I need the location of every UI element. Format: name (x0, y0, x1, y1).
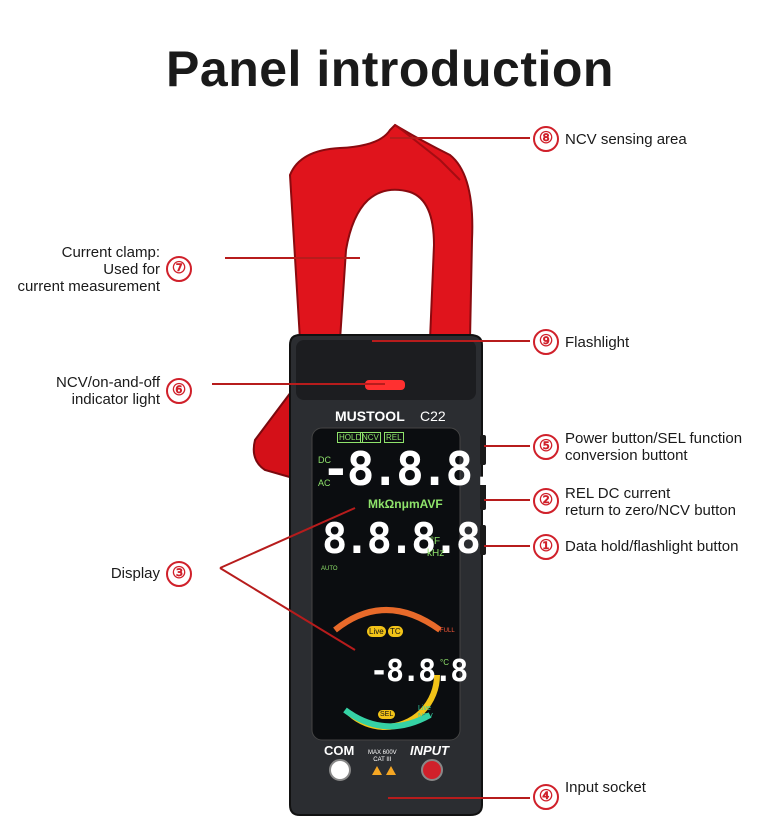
callout-label-6: NCV/on-and-off indicator light (56, 374, 160, 408)
callout-number-8: ⑧ (533, 126, 559, 152)
callout-label-3: Display (110, 565, 160, 582)
clamp-trigger (252, 377, 301, 482)
status-rel: REL (384, 432, 404, 443)
lcd-units: MkΩnμmAVF (368, 497, 443, 511)
current-clamp (288, 123, 474, 341)
tc-label: TC (388, 626, 403, 637)
callout-label-2: REL DC current return to zero/NCV button (565, 485, 736, 519)
com-label: COM (324, 743, 355, 758)
page-title: Panel introduction (166, 41, 614, 97)
callout-label-9: Flashlight (565, 334, 630, 351)
callout-label-5: Power button/SEL function conversion but… (565, 430, 743, 464)
lcd-round-reading: -8.8.8 (370, 654, 468, 689)
lcd-screen (311, 427, 461, 741)
input-label: INPUT (410, 743, 449, 758)
brand-logo: MUSTOOL (335, 408, 405, 424)
callout-number-3: ③ (166, 561, 192, 587)
status-ncv: NCV (360, 432, 381, 443)
com-socket (329, 759, 351, 781)
lcd-secondary-reading: 8.8.8.8 (322, 514, 481, 563)
callout-label-7: Current clamp: Used for current measurem… (17, 244, 160, 295)
live-label: Live (367, 626, 386, 637)
input-socket (421, 759, 443, 781)
callout-label-4: Input socket (565, 779, 646, 796)
mode-ac: AC (318, 478, 331, 488)
callout-number-1: ① (533, 534, 559, 560)
callout-label-1: Data hold/flashlight button (565, 538, 739, 555)
callout-number-4: ④ (533, 784, 559, 810)
mode-dc: DC (318, 455, 331, 465)
rel-button (480, 480, 486, 510)
auto-label: AUTO (321, 566, 338, 572)
full-label: FULL (440, 628, 455, 634)
live-ncv-label: Live NCV (418, 705, 433, 720)
callout-number-9: ⑨ (533, 329, 559, 355)
callout-number-2: ② (533, 488, 559, 514)
sel-label: SEL (378, 710, 396, 719)
lcd-round-unit: °C (440, 658, 449, 667)
hold-button (480, 525, 486, 555)
model-label: C22 (420, 408, 446, 424)
callout-number-6: ⑥ (166, 378, 192, 404)
rating-label: MAX 600V CAT III (368, 750, 397, 763)
lcd-secondary-unit-f: °F (430, 536, 441, 547)
lcd-main-reading: -8.8.8.8 (322, 442, 523, 496)
status-hold: HOLD (337, 432, 364, 443)
callout-label-8: NCV sensing area (565, 131, 687, 148)
power-button (480, 435, 486, 465)
callout-number-5: ⑤ (533, 434, 559, 460)
lcd-secondary-unit-khz: kHz (427, 548, 445, 559)
callout-number-7: ⑦ (166, 256, 192, 282)
